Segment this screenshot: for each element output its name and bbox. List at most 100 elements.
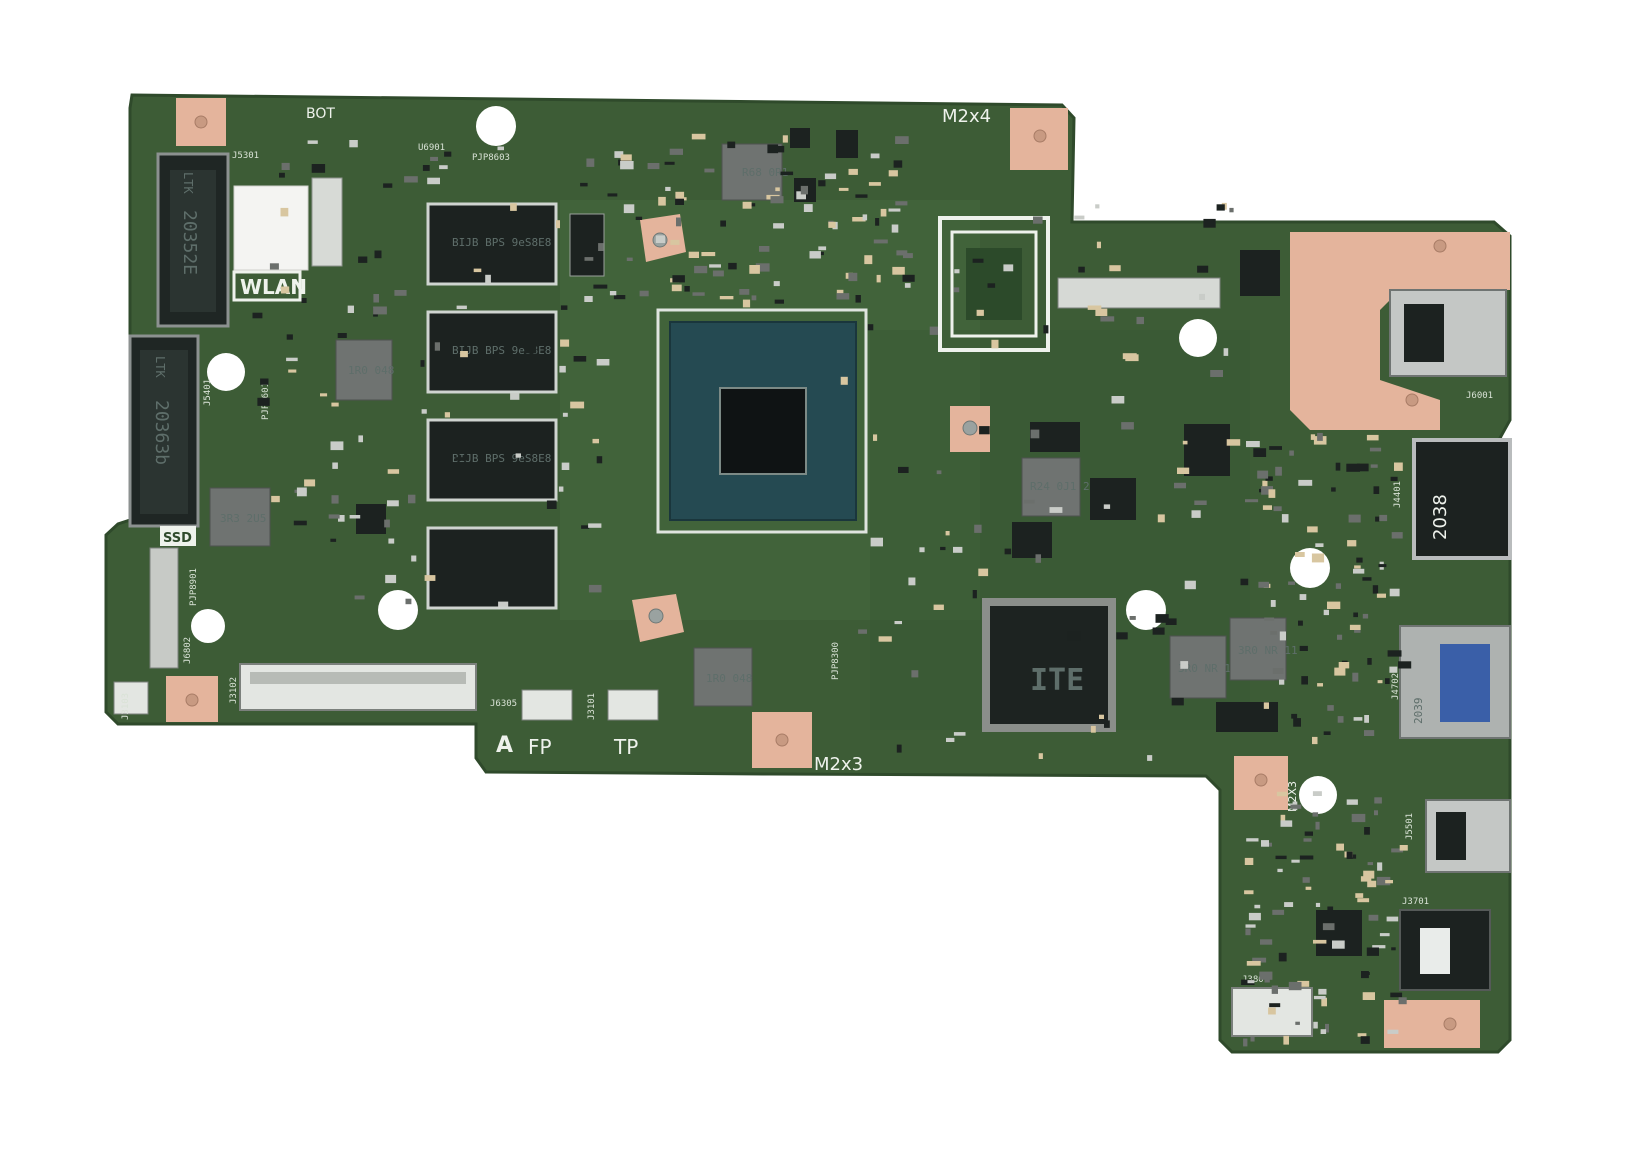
smd-part [1368,914,1379,921]
smd-part [614,151,624,158]
smd-part [719,296,734,300]
smd-part [1191,510,1201,518]
smd-part [1265,476,1273,481]
smd-part [1353,717,1363,721]
smd-part [1095,204,1100,209]
ref-j3103: J3103 [121,693,131,720]
ram-chip [426,202,558,286]
smd-part [635,216,643,220]
display-connector [239,663,477,711]
smd-part [974,524,982,533]
ref-j4702: J4702 [1391,673,1401,700]
smd-part [1280,820,1293,827]
smd-part [1276,791,1288,797]
smd-part [868,182,881,186]
smd-part [1254,904,1261,909]
smd-part [873,239,888,244]
smd-part [976,309,984,316]
smd-part [525,345,537,354]
smd-part [875,218,880,226]
wlan-slot-code: 20352E [179,210,200,275]
smd-part [1111,396,1125,404]
smd-part [1272,909,1285,915]
inductor [693,647,753,707]
smd-part [669,148,683,155]
smd-part [1275,466,1282,476]
slot-brand: LTK [181,172,195,194]
smd-part [1305,886,1312,890]
smd-part [349,140,358,148]
smd-part [394,290,407,296]
smd-part [280,207,289,217]
smd-part [1004,548,1012,555]
smd-part [1260,939,1273,945]
smd-part [1121,422,1134,430]
inductors: R68 0R1 1R0 048 1R0 048 R24 0J1 2C3 3R3 … [209,143,1298,707]
smd-part [1399,845,1408,851]
display-connector-pins [250,672,466,684]
ref-u6901: U6901 [418,143,445,153]
smd-part [1337,634,1343,640]
label-a: A [496,733,513,758]
smd-part [1366,434,1379,441]
smd-part [1379,514,1388,522]
smd-part [330,441,344,451]
smd-part [862,214,868,221]
smd-part [1362,577,1372,581]
smd-part [1374,797,1382,804]
smd-part [1223,348,1229,356]
smd-part [933,604,944,610]
smd-part [818,180,826,187]
smd-part [1391,532,1403,539]
smd-part [1067,631,1081,641]
smd-part [782,135,788,143]
ssd-m2-slot-inner [140,350,188,514]
smd-part [573,356,587,362]
smd-part [894,621,902,625]
smd-part [1129,616,1136,620]
smd-part [655,235,665,243]
smd-part [526,479,534,487]
smd-part [1269,1003,1281,1008]
smd-part [945,531,950,536]
audio-jack-front [1420,928,1450,974]
smd-part [1301,676,1308,685]
smd-part [304,479,316,487]
smd-part [1291,859,1300,863]
smd-part [1182,440,1188,445]
smd-part [929,326,938,335]
hole [378,590,418,630]
smd-part [1390,992,1403,998]
smd-part [1389,588,1400,597]
smd-part [1246,961,1261,966]
inductor [1169,635,1227,699]
mount-hole [194,115,208,129]
smd-part [1155,614,1169,623]
mount-hole [648,608,664,624]
smd-part [1370,464,1378,468]
ic [836,130,858,158]
smd-part [878,636,892,642]
smd-part [1390,476,1398,481]
smd-part [424,575,436,581]
smd-part [349,515,361,519]
smd-part [1351,813,1366,823]
smd-part [408,494,416,504]
smd-part [953,287,960,293]
smd-part [954,269,960,274]
mount-hole [1405,393,1419,407]
smd-part [1049,507,1063,513]
ref-j3101: J3101 [587,693,597,720]
smd-part [337,333,347,338]
smd-part [1318,988,1327,995]
smd-part [936,470,942,475]
ref-j5501: J5501 [1405,813,1415,840]
slot-brand: LTK [153,356,167,378]
smd-part [953,732,966,736]
smd-part [1367,658,1372,665]
smd-part [800,185,808,195]
wlan-m2-slot-inner [170,170,216,312]
cpu [656,308,868,534]
smd-part [1090,725,1096,733]
